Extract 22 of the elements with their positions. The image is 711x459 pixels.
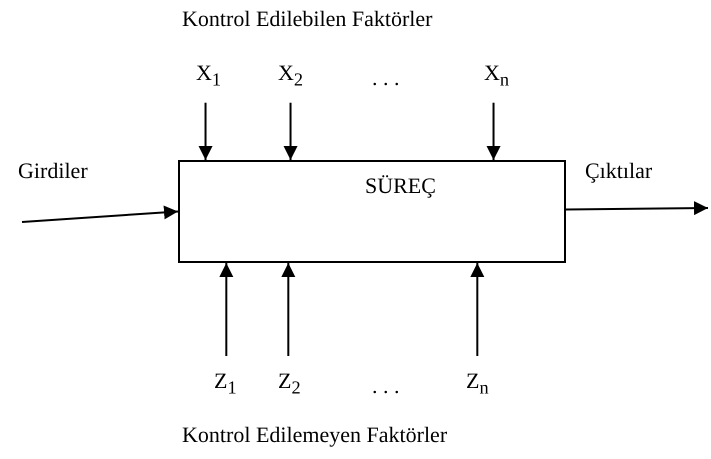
factor-label: X$_{n}$: [484, 62, 510, 89]
arrow: [198, 102, 213, 160]
factor-label: X$_{2}$: [278, 62, 304, 89]
arrow: [281, 263, 296, 356]
factor-label: X$_{1}$: [196, 62, 222, 89]
process-label: SÜREÇ: [365, 175, 436, 197]
ellipsis-text: . . .: [372, 375, 400, 397]
factor-label: Z$_{1}$: [214, 370, 237, 397]
arrow: [486, 102, 501, 160]
factor-label: Z$_{2}$: [278, 370, 301, 397]
factor-label: Z$_{n}$: [466, 370, 489, 397]
arrow: [219, 263, 234, 356]
section-heading: Kontrol Edilebilen Faktörler: [182, 8, 432, 30]
arrow: [566, 201, 708, 216]
ellipsis-text: . . .: [372, 67, 400, 89]
arrow: [284, 102, 298, 160]
arrow: [470, 263, 484, 356]
edge-label: Girdiler: [18, 160, 88, 182]
section-heading: Kontrol Edilemeyen Faktörler: [182, 424, 448, 446]
process-box: [178, 160, 566, 263]
arrow: [22, 205, 178, 223]
edge-label: Çıktılar: [585, 160, 652, 182]
